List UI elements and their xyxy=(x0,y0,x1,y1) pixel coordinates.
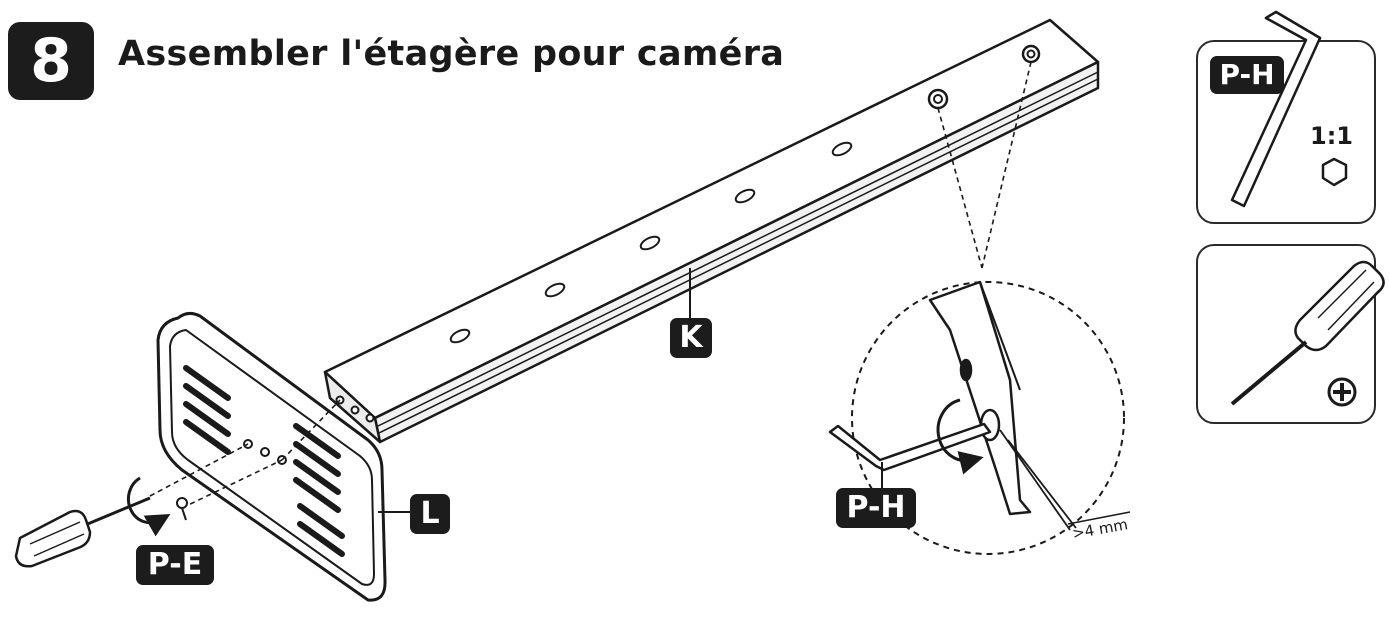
detail-magnifier xyxy=(828,280,1131,555)
detail-rotation-arrow-icon xyxy=(936,398,984,475)
shelf-bar-k xyxy=(323,18,1100,444)
page-title: Assembler l'étagère pour caméra xyxy=(118,34,785,74)
bracket-plate-l xyxy=(156,311,387,602)
part-tag-p-h-toolbox: P-H xyxy=(1210,56,1284,94)
screw-p-e xyxy=(176,497,188,521)
part-tag-p-h-detail: P-H xyxy=(836,488,916,528)
part-tag-l: L xyxy=(410,494,450,534)
screwdriver xyxy=(14,496,151,568)
part-tag-p-e: P-E xyxy=(136,545,214,585)
scale-label: 1:1 xyxy=(1310,122,1353,150)
tool-box-screwdriver xyxy=(1196,244,1376,424)
part-tag-k: K xyxy=(670,318,712,358)
alignment-lines xyxy=(149,61,1032,509)
rotation-arrow-icon xyxy=(127,476,171,537)
step-number-badge: 8 xyxy=(8,22,94,100)
